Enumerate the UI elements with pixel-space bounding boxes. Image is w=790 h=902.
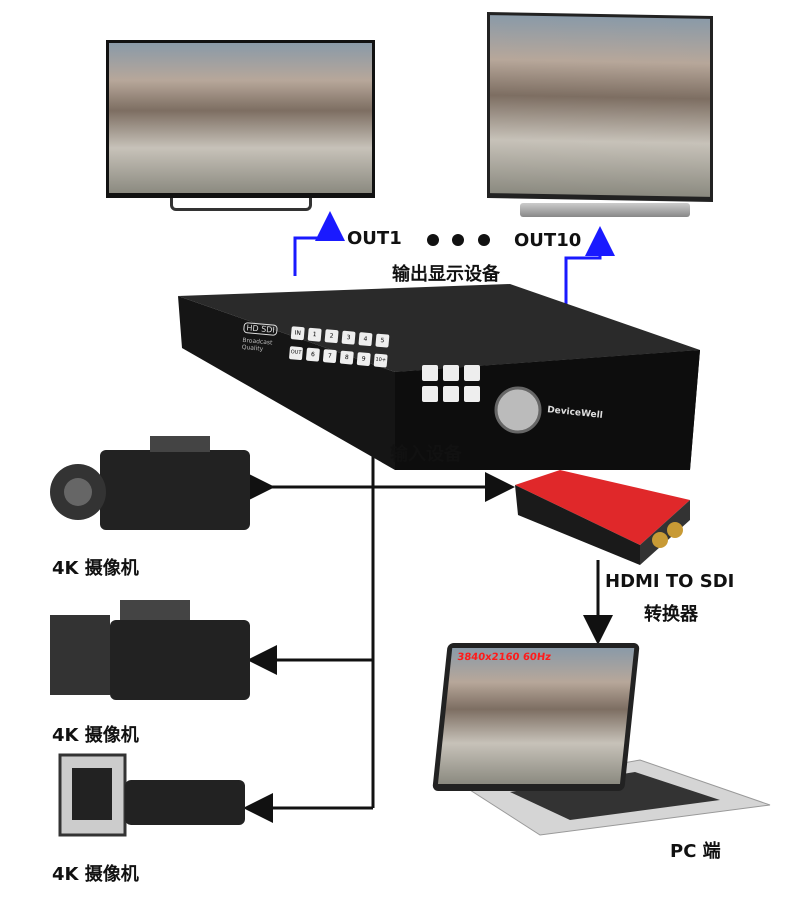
key-7[interactable]: 7: [322, 349, 337, 364]
key-10plus[interactable]: 10+: [373, 353, 388, 368]
tv-1-stand: [170, 198, 312, 211]
output-devices-label: 输出显示设备: [392, 264, 500, 285]
dot: [427, 234, 439, 246]
function-key[interactable]: [464, 386, 480, 402]
dot: [478, 234, 490, 246]
matrix-switcher-top: [178, 284, 700, 372]
input-devices-label: 输入设备: [390, 444, 462, 465]
key-4[interactable]: 4: [358, 332, 373, 347]
out10-label: OUT10: [514, 230, 582, 251]
key-in[interactable]: IN: [290, 326, 305, 341]
function-key[interactable]: [422, 386, 438, 402]
key-3[interactable]: 3: [341, 330, 356, 345]
key-8[interactable]: 8: [339, 350, 354, 365]
dot: [452, 234, 464, 246]
tv-2-stand: [520, 203, 690, 217]
key-2[interactable]: 2: [324, 329, 339, 344]
camera-3-label: 4K 摄像机: [52, 864, 139, 885]
function-keys: [422, 365, 480, 402]
pc-label: PC 端: [670, 841, 721, 862]
tv-1-screen: [109, 43, 372, 193]
key-5[interactable]: 5: [375, 333, 390, 348]
camera-1-label: 4K 摄像机: [52, 558, 139, 579]
out1-label: OUT1: [347, 228, 402, 249]
output-tv-1: [106, 40, 375, 198]
converter-label-line2: 转换器: [644, 604, 698, 625]
key-6[interactable]: 6: [305, 347, 320, 362]
hdmi-to-sdi-converter: [515, 470, 690, 545]
key-9[interactable]: 9: [356, 352, 371, 367]
camera-1-image: [50, 436, 250, 530]
pc-laptop-screen: 3840x2160 60Hz: [432, 643, 640, 791]
resolution-overlay: 3840x2160 60Hz: [456, 652, 552, 663]
control-knob: [494, 386, 542, 434]
key-out[interactable]: OUT: [288, 346, 304, 361]
camera-2-image: [50, 600, 250, 700]
camera-2-label: 4K 摄像机: [52, 725, 139, 746]
converter-label-line1: HDMI TO SDI: [605, 571, 735, 592]
function-key[interactable]: [443, 365, 459, 381]
key-1[interactable]: 1: [307, 327, 322, 342]
function-key[interactable]: [443, 386, 459, 402]
out1-line: [293, 211, 345, 276]
function-key[interactable]: [464, 365, 480, 381]
function-key[interactable]: [422, 365, 438, 381]
out10-line: [564, 226, 615, 330]
camera-3-image: [58, 753, 245, 837]
